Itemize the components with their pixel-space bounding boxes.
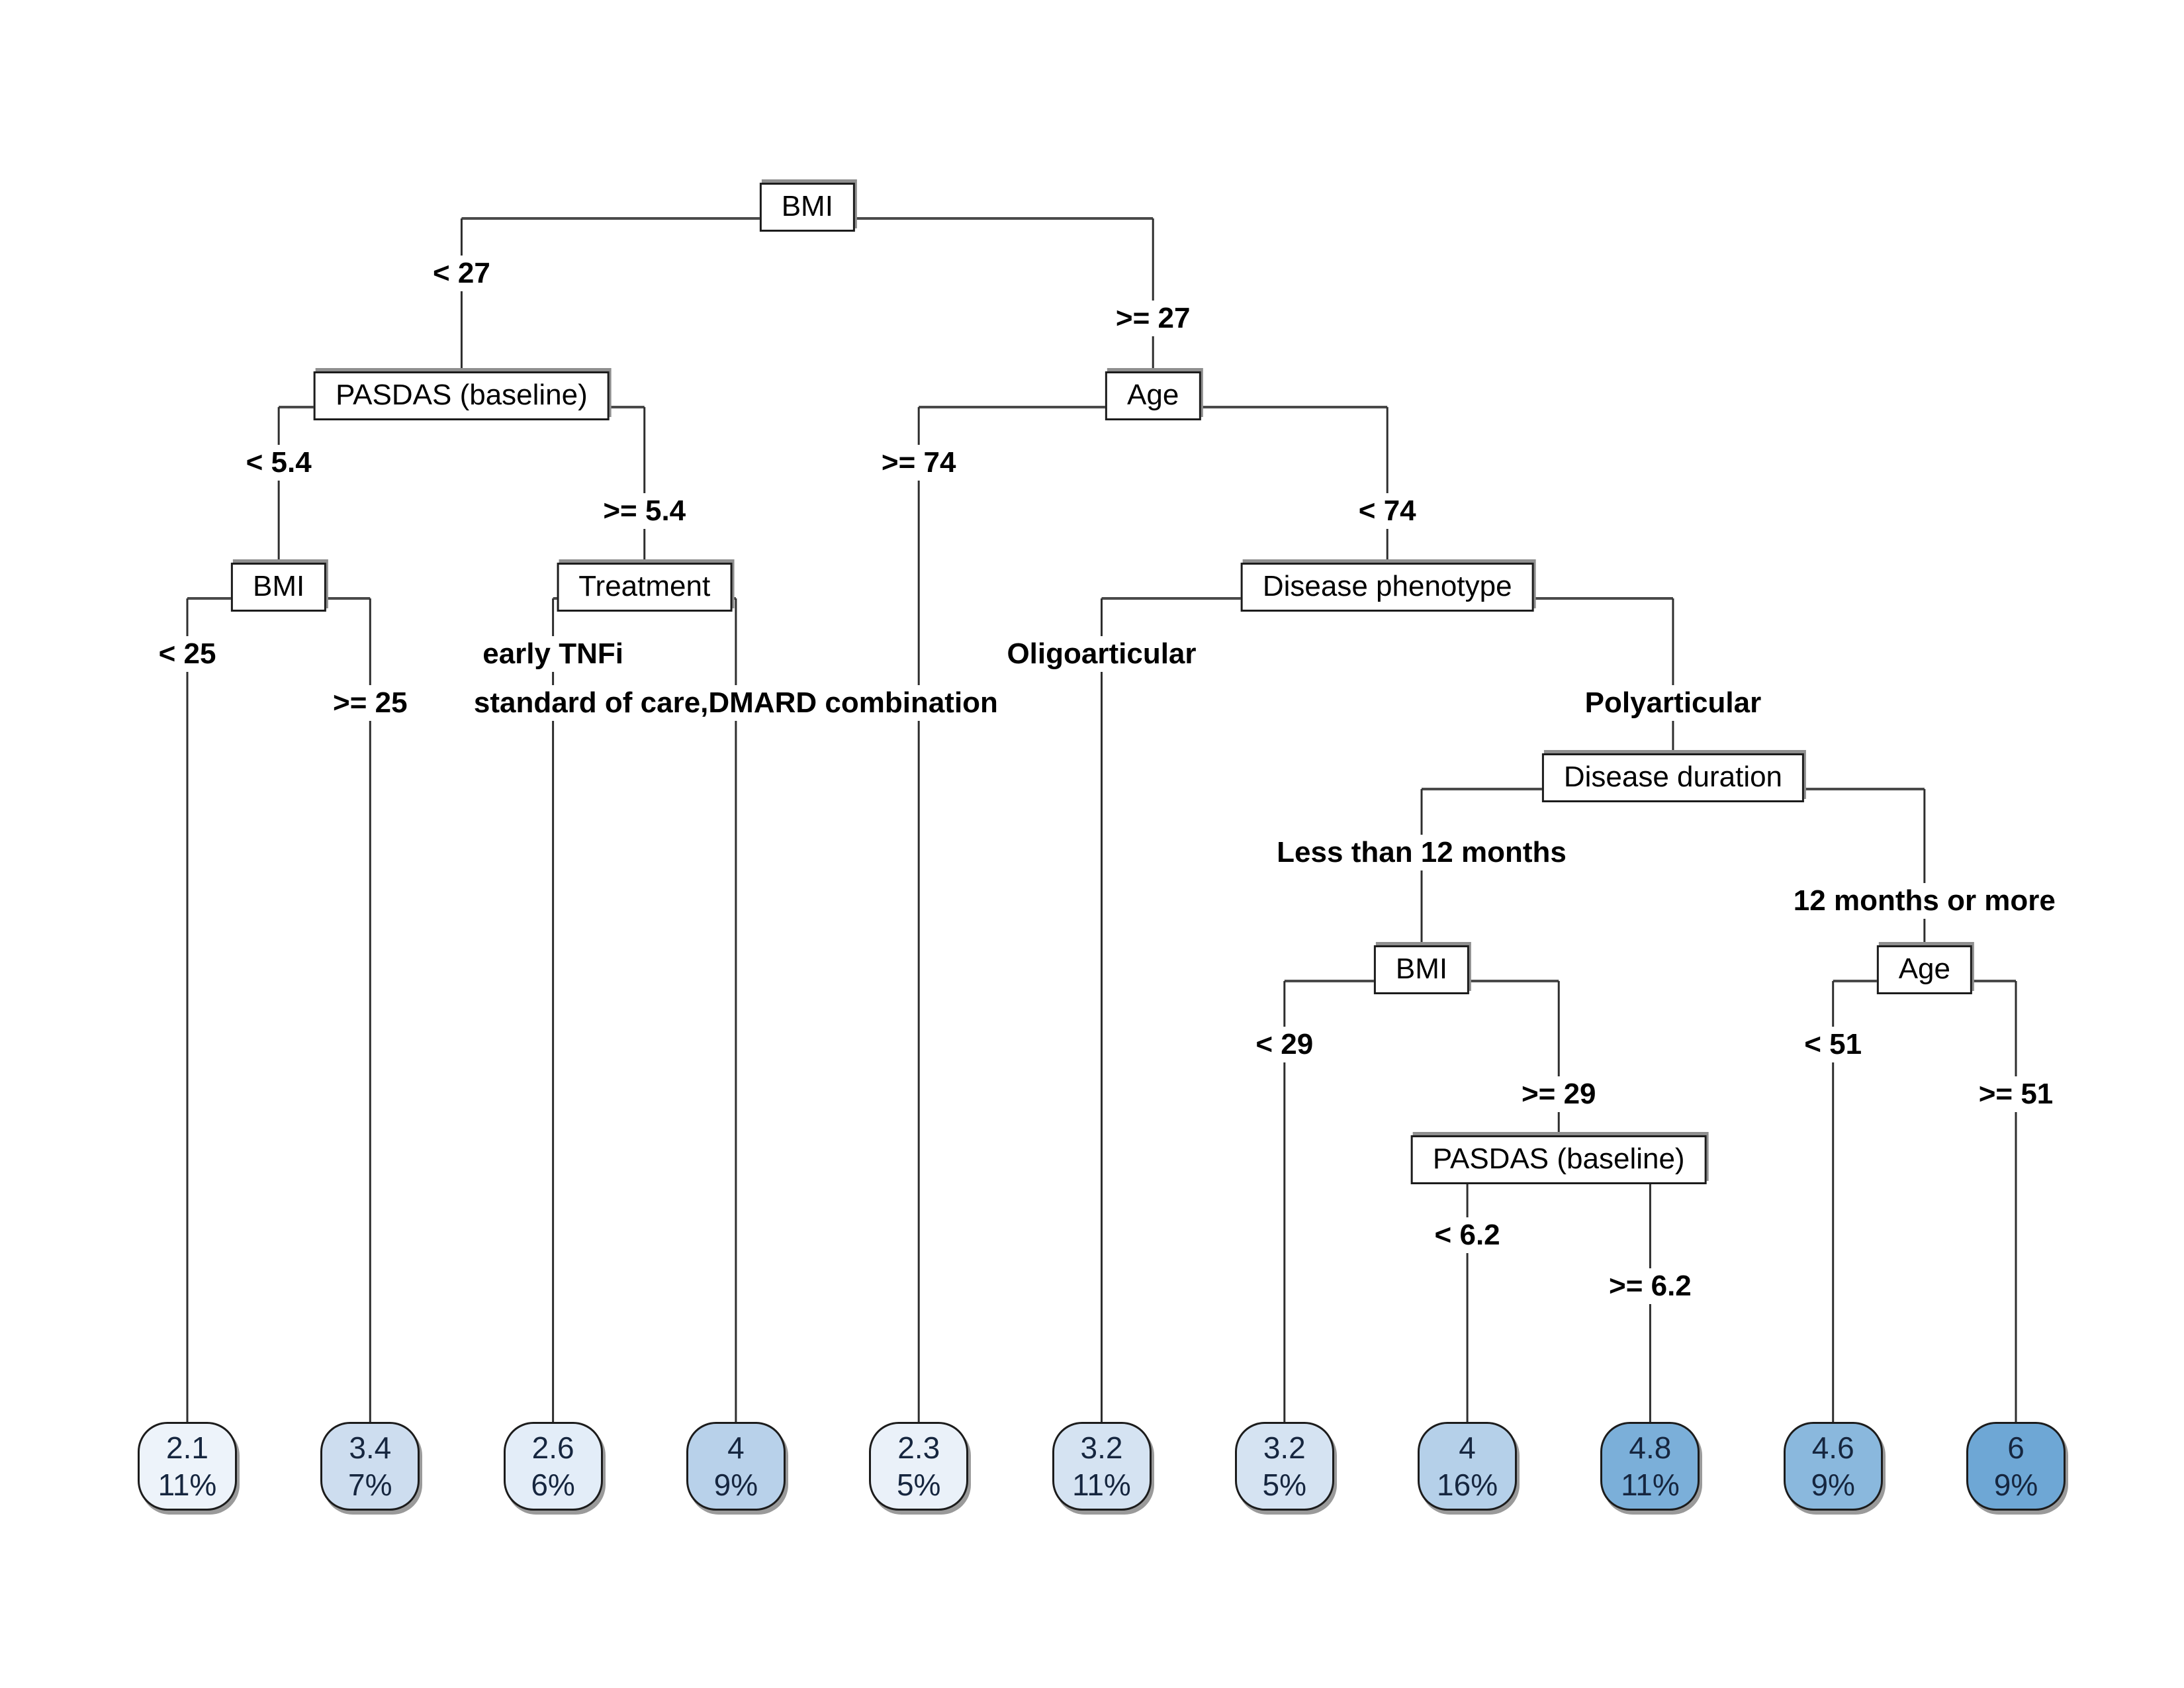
leaf-percent: 16% (1437, 1468, 1498, 1502)
edge-label-74: < 74 (1351, 493, 1423, 529)
leaf-value: 4 (727, 1430, 745, 1465)
leaf-percent: 7% (348, 1468, 392, 1502)
edge-label-12-months-or-more: 12 months or more (1786, 883, 2062, 919)
edge-label-25: >= 25 (326, 685, 414, 721)
leaf-percent: 9% (1811, 1468, 1855, 1502)
edge-label-standard-of-care-dmard-combination: standard of care,DMARD combination (467, 685, 1005, 721)
leaf-percent: 9% (1993, 1468, 2038, 1502)
split-node-age: Age (1876, 945, 1972, 994)
leaf-value: 6 (2007, 1430, 2025, 1465)
edge-label-5-4: < 5.4 (239, 445, 318, 481)
edge-label-51: >= 51 (1972, 1076, 2060, 1112)
edge-label-25: < 25 (152, 636, 223, 672)
edge-label-6-2: < 6.2 (1428, 1217, 1507, 1253)
leaf-value: 2.1 (166, 1430, 208, 1465)
split-node-treatment: Treatment (557, 563, 733, 612)
edge-label-polyarticular: Polyarticular (1578, 685, 1768, 721)
leaf-value: 4.8 (1629, 1430, 1672, 1465)
split-node-disease-phenotype: Disease phenotype (1240, 563, 1534, 612)
edge-label-51: < 51 (1797, 1027, 1869, 1062)
leaf-percent: 11% (1072, 1468, 1131, 1502)
edge-label-early-tnfi: early TNFi (476, 636, 630, 672)
leaf-value: 4 (1459, 1430, 1476, 1465)
split-node-bmi: BMI (231, 563, 327, 612)
edge-label-29: >= 29 (1514, 1076, 1603, 1112)
edge-label-74: >= 74 (874, 445, 963, 481)
leaf-value: 3.2 (1263, 1430, 1306, 1465)
leaf-value: 4.6 (1811, 1430, 1854, 1465)
edge-label-6-2: >= 6.2 (1602, 1268, 1698, 1304)
leaf-percent: 9% (713, 1468, 758, 1502)
leaf-percent: 11% (158, 1468, 217, 1502)
split-node-bmi: BMI (1373, 945, 1470, 994)
leaf-percent: 5% (1262, 1468, 1307, 1502)
leaf-percent: 11% (1621, 1468, 1680, 1502)
leaf-percent: 5% (896, 1468, 941, 1502)
edge-label-27: < 27 (426, 256, 497, 291)
split-node-age: Age (1105, 371, 1201, 420)
leaf-percent: 6% (531, 1468, 575, 1502)
leaf-value: 3.2 (1080, 1430, 1123, 1465)
split-node-pasdas-baseline: PASDAS (baseline) (1410, 1135, 1707, 1184)
split-node-bmi: BMI (759, 183, 855, 232)
edge-label-5-4: >= 5.4 (596, 493, 693, 529)
split-node-disease-duration: Disease duration (1541, 753, 1805, 802)
leaf-value: 2.3 (897, 1430, 940, 1465)
leaf-value: 3.4 (349, 1430, 392, 1465)
split-node-pasdas-baseline: PASDAS (baseline) (314, 371, 610, 420)
edge-label-27: >= 27 (1109, 301, 1197, 336)
edge-label-oligoarticular: Oligoarticular (1000, 636, 1203, 672)
edge-label-less-than-12-months: Less than 12 months (1270, 835, 1573, 870)
edge-label-29: < 29 (1249, 1027, 1320, 1062)
leaf-value: 2.6 (531, 1430, 574, 1465)
